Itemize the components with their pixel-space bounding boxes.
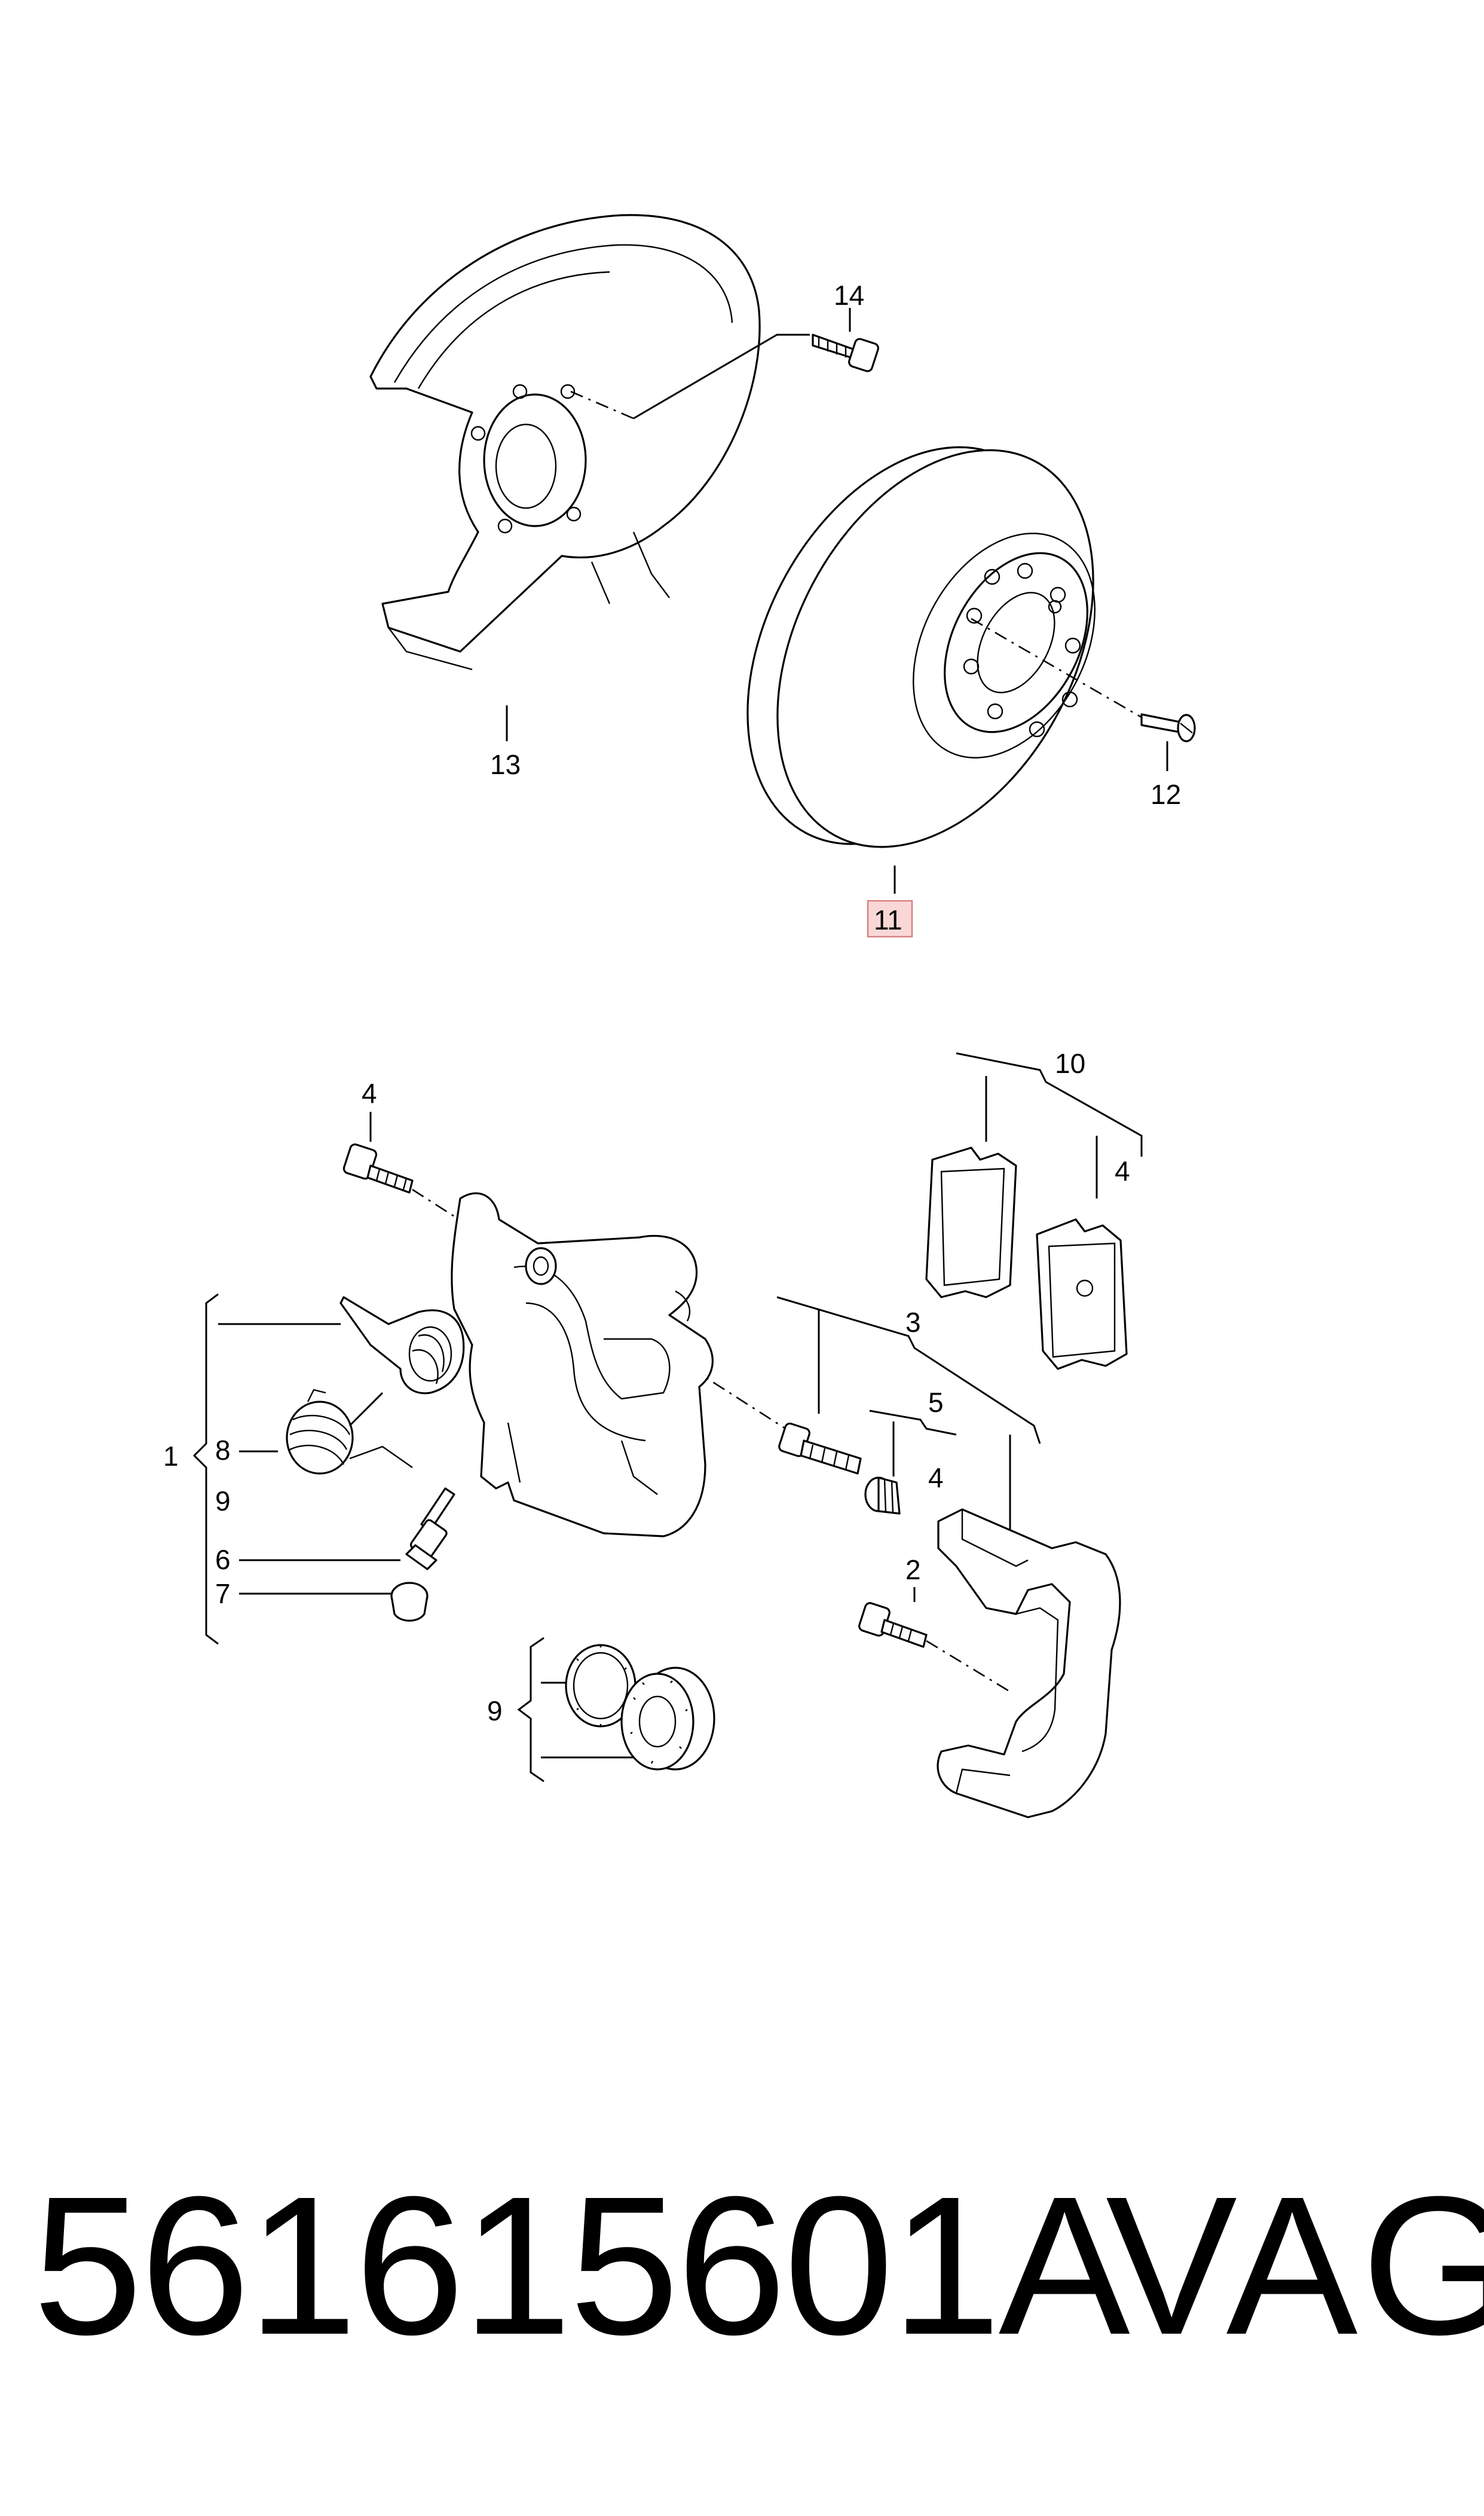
- callout-4-mid: 4: [928, 1462, 944, 1493]
- callout-4-pads: 4: [1115, 1155, 1130, 1187]
- callout-1: 1: [163, 1441, 179, 1472]
- bracket-bolt-part: [858, 1602, 928, 1648]
- exploded-parts-diagram: 14 13 12 11 10 4: [163, 214, 1196, 1818]
- callout-9-kit: 9: [487, 1695, 503, 1726]
- callout-6: 6: [215, 1544, 231, 1575]
- callout-14: 14: [834, 280, 864, 311]
- callout-11: 11: [874, 904, 902, 936]
- brake-caliper-part: [451, 1192, 714, 1537]
- return-spring-part: [286, 1389, 413, 1475]
- callout-3: 3: [905, 1307, 921, 1338]
- dust-shield-part: [369, 214, 761, 671]
- shield-bolt-part: [812, 334, 879, 372]
- callout-9-caliper: 9: [215, 1485, 231, 1517]
- callout-2: 2: [905, 1554, 921, 1585]
- guide-bolt-part: [778, 1422, 862, 1475]
- disc-screw-part: [1140, 713, 1196, 742]
- brand-name: VAG: [1106, 2155, 1484, 2376]
- callout-10: 10: [1055, 1048, 1085, 1079]
- footer-caption: 561615601A VAG: [33, 2146, 1484, 2397]
- brake-pad-outer-part: [1036, 1218, 1128, 1370]
- brake-pad-inner-part: [925, 1147, 1017, 1298]
- brake-disc-part: [746, 446, 1096, 848]
- caliper-piston-part: [620, 1667, 715, 1771]
- handbrake-lever-part: [339, 1296, 465, 1395]
- caliper-carrier-part: [937, 1508, 1121, 1818]
- piston-seal-part: [565, 1644, 637, 1728]
- bleeder-cap-part: [390, 1582, 429, 1622]
- callout-12: 12: [1151, 779, 1181, 810]
- callout-7: 7: [215, 1578, 231, 1609]
- callout-13: 13: [490, 749, 521, 780]
- callout-8: 8: [215, 1435, 231, 1466]
- part-number: 561615601A: [33, 2155, 1130, 2376]
- caliper-bolt-top-part: [342, 1143, 414, 1194]
- guide-bushing-part: [864, 1476, 901, 1515]
- bleeder-valve-part: [405, 1487, 455, 1570]
- callout-4-top: 4: [362, 1078, 377, 1109]
- highlight-box-11: [867, 900, 913, 938]
- callout-5: 5: [928, 1387, 944, 1418]
